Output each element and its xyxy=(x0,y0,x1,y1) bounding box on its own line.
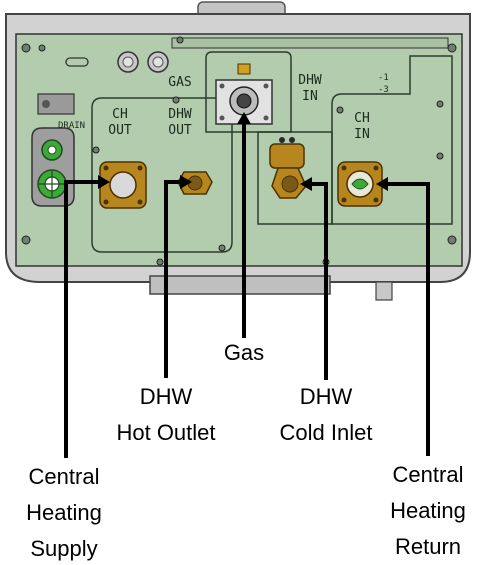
callout-gas: Gas xyxy=(224,340,264,365)
callout-supply-line3: Supply xyxy=(30,536,97,561)
arrowhead-gas xyxy=(237,112,251,124)
leader-arrowheads xyxy=(98,112,388,191)
left-bracket xyxy=(37,93,75,115)
stencil-ch-in-line2: IN xyxy=(354,127,370,142)
arrowhead-dhw-hot xyxy=(180,175,192,189)
outlet-recess xyxy=(91,97,233,253)
callout-return-line1: Central xyxy=(393,462,464,487)
stencil-model-mark-3: -3 xyxy=(378,85,389,95)
callout-dhw-cold-line1: DHW xyxy=(300,384,353,409)
bottom-tab xyxy=(375,281,393,301)
stencil-gas: GAS xyxy=(168,75,191,90)
callout-supply-line2: Heating xyxy=(26,500,102,525)
leader-line-dhw-hot xyxy=(164,180,186,378)
stencil-dhw-in-line2: IN xyxy=(302,89,318,104)
leader-lines xyxy=(64,120,430,458)
panel-top-strip xyxy=(171,37,449,49)
callout-dhw-hot-line1: DHW xyxy=(140,384,193,409)
arrowhead-return xyxy=(376,177,388,191)
stencil-drain: DRAIN xyxy=(58,121,85,131)
leader-line-supply xyxy=(64,180,104,458)
ch-in-fitting xyxy=(337,161,383,207)
stencil-dhw-out-line1: DHW xyxy=(168,107,192,122)
callout-dhw-hot-line2: Hot Outlet xyxy=(116,420,215,445)
return-recess xyxy=(331,55,453,225)
ch-out-fitting xyxy=(99,161,147,209)
stencil-ch-out-line2: OUT xyxy=(108,123,132,138)
callout-supply-line1: Central xyxy=(29,464,100,489)
dhw-cold-inlet-fitting xyxy=(269,137,307,199)
stencil-model-mark-1: -1 xyxy=(378,73,389,83)
stencil-dhw-out-line2: OUT xyxy=(168,123,192,138)
drain-valve xyxy=(31,127,75,207)
top-cap-left-center xyxy=(122,56,134,68)
top-cap-right-center xyxy=(152,56,164,68)
stencil-ch-in-line1: CH xyxy=(354,111,370,126)
gas-recess xyxy=(205,51,292,133)
leader-line-dhw-cold xyxy=(306,182,328,380)
stencil-dhw-in-line1: DHW xyxy=(298,73,322,88)
leader-line-return xyxy=(382,182,430,456)
bottom-plate xyxy=(149,275,331,295)
left-bracket-hole xyxy=(42,100,50,108)
callout-return-line2: Heating xyxy=(390,498,466,523)
slot xyxy=(65,57,89,67)
arrowhead-dhw-cold xyxy=(300,177,312,191)
callout-return-line3: Return xyxy=(395,534,461,559)
arrowhead-supply xyxy=(98,175,110,189)
callout-dhw-cold-line2: Cold Inlet xyxy=(280,420,373,445)
stencil-ch-out-line1: CH xyxy=(112,107,128,122)
